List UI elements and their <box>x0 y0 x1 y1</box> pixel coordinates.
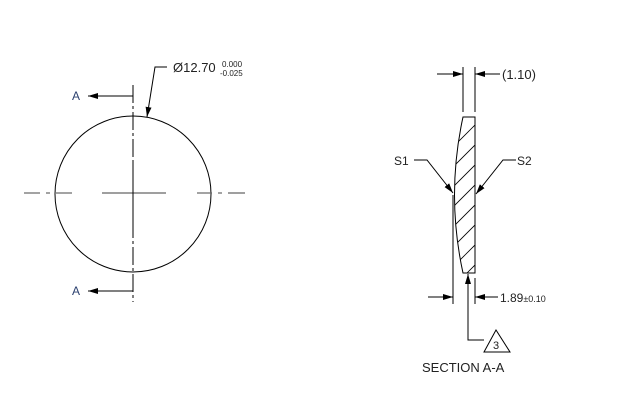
note-triangle-icon <box>483 329 511 353</box>
center-thickness-label: 1.89±0.10 <box>500 291 546 305</box>
section-view: (1.10) S1 S2 1.89±0.10 3 SECTION A-A <box>394 67 546 375</box>
section-hatching <box>454 117 475 273</box>
diameter-tol-lower: -0.025 <box>220 69 243 78</box>
section-label-top: A <box>72 89 80 103</box>
edge-thickness-label: (1.10) <box>502 67 536 82</box>
note-number: 3 <box>493 340 499 352</box>
front-view: A A Ø12.70 0.000 -0.025 <box>24 60 245 302</box>
s2-label: S2 <box>517 154 532 168</box>
section-label-bottom: A <box>72 284 80 298</box>
section-title: SECTION A-A <box>422 360 505 375</box>
diameter-label: Ø12.70 <box>173 60 216 75</box>
diameter-tol-upper: 0.000 <box>222 60 243 69</box>
s1-leader <box>414 159 454 194</box>
s2-leader <box>475 159 516 195</box>
s1-label: S1 <box>394 154 409 168</box>
diameter-leader <box>145 66 167 118</box>
note-leader <box>465 274 484 341</box>
